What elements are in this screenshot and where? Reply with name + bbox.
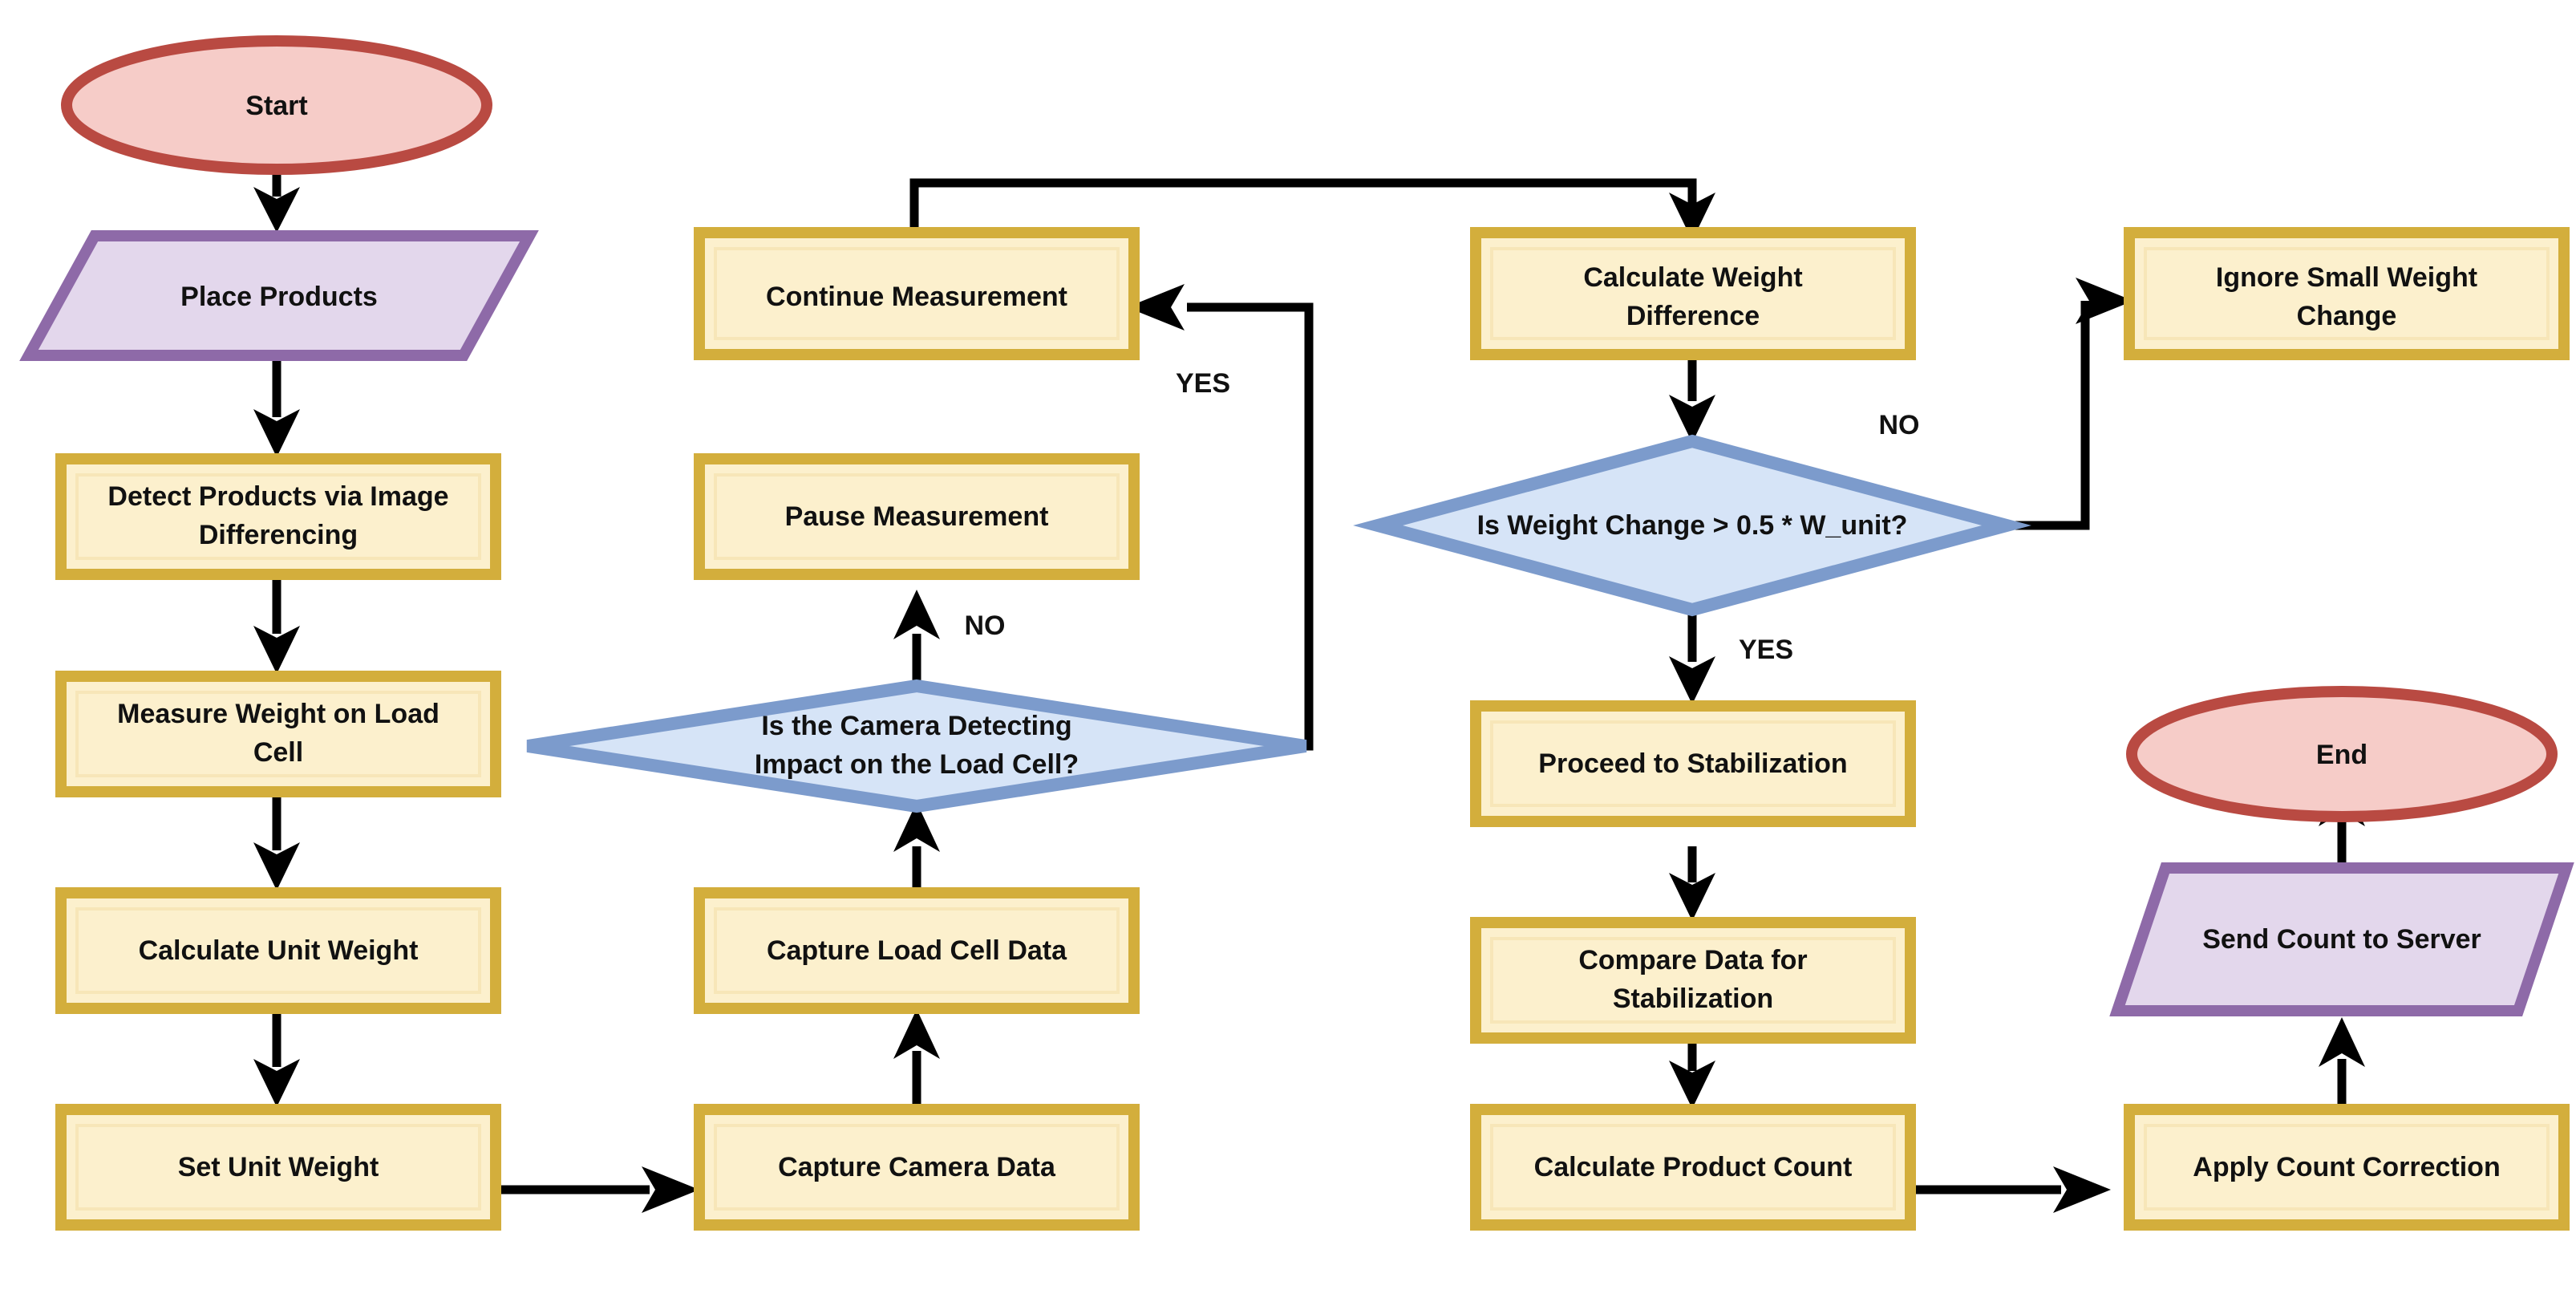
node-detect-products-line1: Detect Products via Image [107, 481, 448, 512]
node-calculate-weight-difference-line1: Calculate Weight [1583, 262, 1802, 293]
node-capture-load-cell-data-label: Capture Load Cell Data [767, 935, 1067, 966]
node-ignore-small-weight-change-line2: Change [2297, 301, 2397, 331]
node-send-count-to-server-label: Send Count to Server [2202, 924, 2481, 955]
node-measure-weight[interactable]: Measure Weight on Load Cell [55, 671, 501, 797]
node-calculate-product-count[interactable]: Calculate Product Count [1470, 1104, 1916, 1231]
edge-compare-to-prodcount [1669, 1035, 1715, 1109]
edge-label-weight-yes: YES [1739, 635, 1793, 665]
node-apply-count-correction-label: Apply Count Correction [2193, 1152, 2500, 1182]
edge-weightdec-yes-to-proceed [1669, 610, 1715, 704]
node-compare-data-stabilization-line2: Stabilization [1613, 984, 1773, 1014]
node-set-unit-weight[interactable]: Set Unit Weight [55, 1104, 501, 1231]
edge-camdecision-yes-to-continue [1127, 284, 1314, 751]
node-camera-decision[interactable]: Is the Camera Detecting Impact on the Lo… [526, 679, 1307, 813]
node-calculate-unit-weight[interactable]: Calculate Unit Weight [55, 887, 501, 1014]
connector-layer [253, 122, 2365, 1213]
edge-place-to-detect [253, 359, 300, 457]
node-proceed-to-stabilization[interactable]: Proceed to Stabilization [1470, 700, 1916, 827]
node-calculate-weight-difference-line2: Difference [1626, 301, 1760, 331]
edge-calcdiff-to-weightdec [1669, 359, 1715, 443]
edge-label-camera-yes: YES [1176, 368, 1230, 399]
node-place-products[interactable]: Place Products [19, 230, 539, 361]
node-capture-camera-data-label: Capture Camera Data [778, 1152, 1056, 1182]
node-end[interactable]: End [2126, 686, 2558, 822]
node-start[interactable]: Start [61, 35, 492, 175]
node-end-label: End [2316, 740, 2367, 770]
node-send-count-to-server[interactable]: Send Count to Server [2109, 862, 2574, 1016]
edge-setunit-to-capcam [493, 1166, 699, 1213]
node-weight-decision[interactable]: Is Weight Change > 0.5 * W_unit? [1353, 434, 2031, 617]
edge-label-camera-no: NO [965, 610, 1006, 641]
edge-applycorr-to-sendcount [2319, 1017, 2365, 1107]
node-detect-products-line2: Differencing [199, 520, 358, 550]
node-calculate-product-count-label: Calculate Product Count [1534, 1152, 1853, 1182]
node-start-label: Start [245, 91, 307, 121]
node-weight-decision-label: Is Weight Change > 0.5 * W_unit? [1477, 510, 1908, 541]
node-apply-count-correction[interactable]: Apply Count Correction [2124, 1104, 2570, 1231]
node-calculate-weight-difference[interactable]: Calculate Weight Difference [1470, 227, 1916, 360]
node-detect-products[interactable]: Detect Products via Image Differencing [55, 453, 501, 580]
edge-prodcount-to-applycorr [1907, 1166, 2111, 1213]
edge-continue-to-calcdiff [909, 178, 1715, 241]
edge-caploadcell-to-camdecision [893, 802, 940, 897]
node-measure-weight-line2: Cell [253, 737, 303, 768]
node-ignore-small-weight-change[interactable]: Ignore Small Weight Change [2124, 227, 2570, 360]
edge-measure-to-calcunit [253, 792, 300, 890]
node-camera-decision-line1: Is the Camera Detecting [761, 711, 1071, 741]
edge-calcunit-to-setunit [253, 1008, 300, 1107]
node-pause-measurement[interactable]: Pause Measurement [694, 453, 1140, 580]
edge-camdecision-no-to-pause [893, 590, 940, 686]
node-continue-measurement-label: Continue Measurement [766, 282, 1067, 312]
edge-proceed-to-compare [1669, 846, 1715, 921]
node-compare-data-stabilization[interactable]: Compare Data for Stabilization [1470, 917, 1916, 1044]
edge-weightdec-no-to-ignore [2003, 278, 2133, 530]
node-place-products-label: Place Products [180, 282, 378, 312]
node-continue-measurement[interactable]: Continue Measurement [694, 227, 1140, 360]
edge-capcam-to-caploadcell [893, 1009, 940, 1107]
node-measure-weight-line1: Measure Weight on Load [117, 699, 439, 729]
edge-detect-to-measure [253, 575, 300, 674]
edge-label-layer: NO YES NO YES [965, 368, 1920, 665]
node-compare-data-stabilization-line1: Compare Data for [1578, 945, 1807, 975]
node-capture-camera-data[interactable]: Capture Camera Data [694, 1104, 1140, 1231]
node-pause-measurement-label: Pause Measurement [785, 501, 1049, 532]
edge-label-weight-no: NO [1879, 410, 1920, 440]
node-set-unit-weight-label: Set Unit Weight [178, 1152, 379, 1182]
node-capture-load-cell-data[interactable]: Capture Load Cell Data [694, 887, 1140, 1014]
node-proceed-to-stabilization-label: Proceed to Stabilization [1538, 748, 1847, 779]
node-calculate-unit-weight-label: Calculate Unit Weight [139, 935, 419, 966]
node-ignore-small-weight-change-line1: Ignore Small Weight [2216, 262, 2477, 293]
node-camera-decision-line2: Impact on the Load Cell? [755, 749, 1079, 780]
